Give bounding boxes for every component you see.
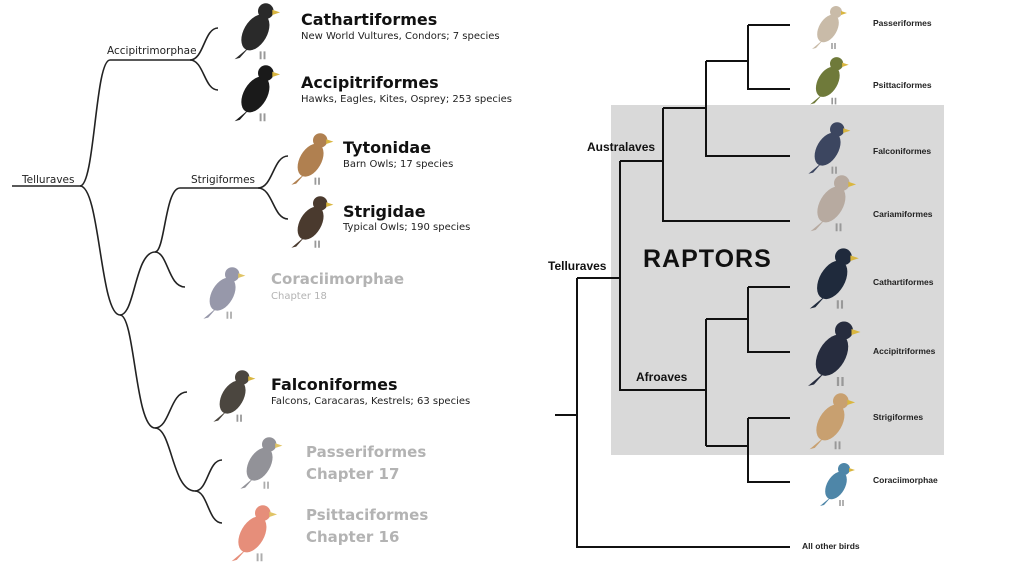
- right-taxon-label: Cathartiformes: [873, 277, 934, 287]
- bird-illustration: [809, 248, 859, 309]
- left-root-label: Telluraves: [22, 174, 75, 186]
- left-taxon-desc: Chapter 18: [271, 291, 327, 302]
- left-taxon-desc: New World Vultures, Condors; 7 species: [301, 31, 500, 42]
- right-clade-australaves: Australaves: [587, 140, 656, 154]
- bird-illustration: [820, 463, 855, 506]
- left-taxon-desc: Chapter 16: [306, 528, 400, 546]
- left-taxon-desc: Barn Owls; 17 species: [343, 159, 454, 170]
- right-taxon-label: Falconiformes: [873, 146, 932, 156]
- bird-illustration: [240, 437, 283, 489]
- raptors-label: RAPTORS: [643, 245, 772, 273]
- right-taxon-label: Coraciimorphae: [873, 475, 938, 485]
- right-taxon-label: Accipitriformes: [873, 346, 936, 356]
- right-clade-afroaves: Afroaves: [636, 370, 688, 384]
- right-root-label: Telluraves: [548, 259, 607, 273]
- left-taxon-desc: Typical Owls; 190 species: [343, 222, 471, 233]
- bird-illustration: [203, 267, 246, 319]
- left-taxon-desc: Hawks, Eagles, Kites, Osprey; 253 specie…: [301, 94, 513, 105]
- bird-illustration: [291, 196, 334, 248]
- right-taxon-label: Strigiformes: [873, 412, 924, 422]
- right-taxon-label: Cariamiformes: [873, 209, 933, 219]
- bird-illustration: [810, 175, 857, 232]
- bird-illustration: [234, 3, 281, 60]
- raptors-highlight-box: [611, 105, 944, 455]
- left-taxon-title: Tytonidae: [343, 138, 432, 157]
- bird-illustration: [808, 321, 861, 386]
- left-taxon-desc: Falcons, Caracaras, Kestrels; 63 species: [271, 396, 471, 407]
- bird-illustration: [291, 133, 334, 185]
- left-tree-branches: [12, 27, 289, 524]
- left-taxon-title: Coraciimorphae: [271, 270, 405, 288]
- right-tree-branches: [555, 24, 790, 548]
- left-taxon-title: Falconiformes: [271, 375, 398, 394]
- bird-illustration: [213, 370, 256, 422]
- left-clade-accipitrimorphae: Accipitrimorphae: [107, 45, 197, 57]
- right-taxon-label: Passeriformes: [873, 18, 932, 28]
- right-taxon-label: All other birds: [802, 541, 860, 551]
- left-taxon-desc: Chapter 17: [306, 465, 400, 483]
- left-taxon-title: Psittaciformes: [306, 506, 429, 524]
- left-taxon-title: Passeriformes: [306, 443, 427, 461]
- bird-illustration: [809, 393, 856, 450]
- bird-illustration: [810, 57, 849, 105]
- left-taxon-title: Strigidae: [343, 202, 426, 221]
- left-clade-strigiformes: Strigiformes: [191, 174, 256, 186]
- right-taxon-label: Psittaciformes: [873, 80, 932, 90]
- bird-illustration: [808, 122, 851, 174]
- bird-illustration: [812, 6, 847, 49]
- left-taxon-title: Cathartiformes: [301, 10, 438, 29]
- bird-illustration: [231, 505, 278, 562]
- bird-illustration: [234, 65, 281, 122]
- left-taxon-title: Accipitriformes: [301, 73, 439, 92]
